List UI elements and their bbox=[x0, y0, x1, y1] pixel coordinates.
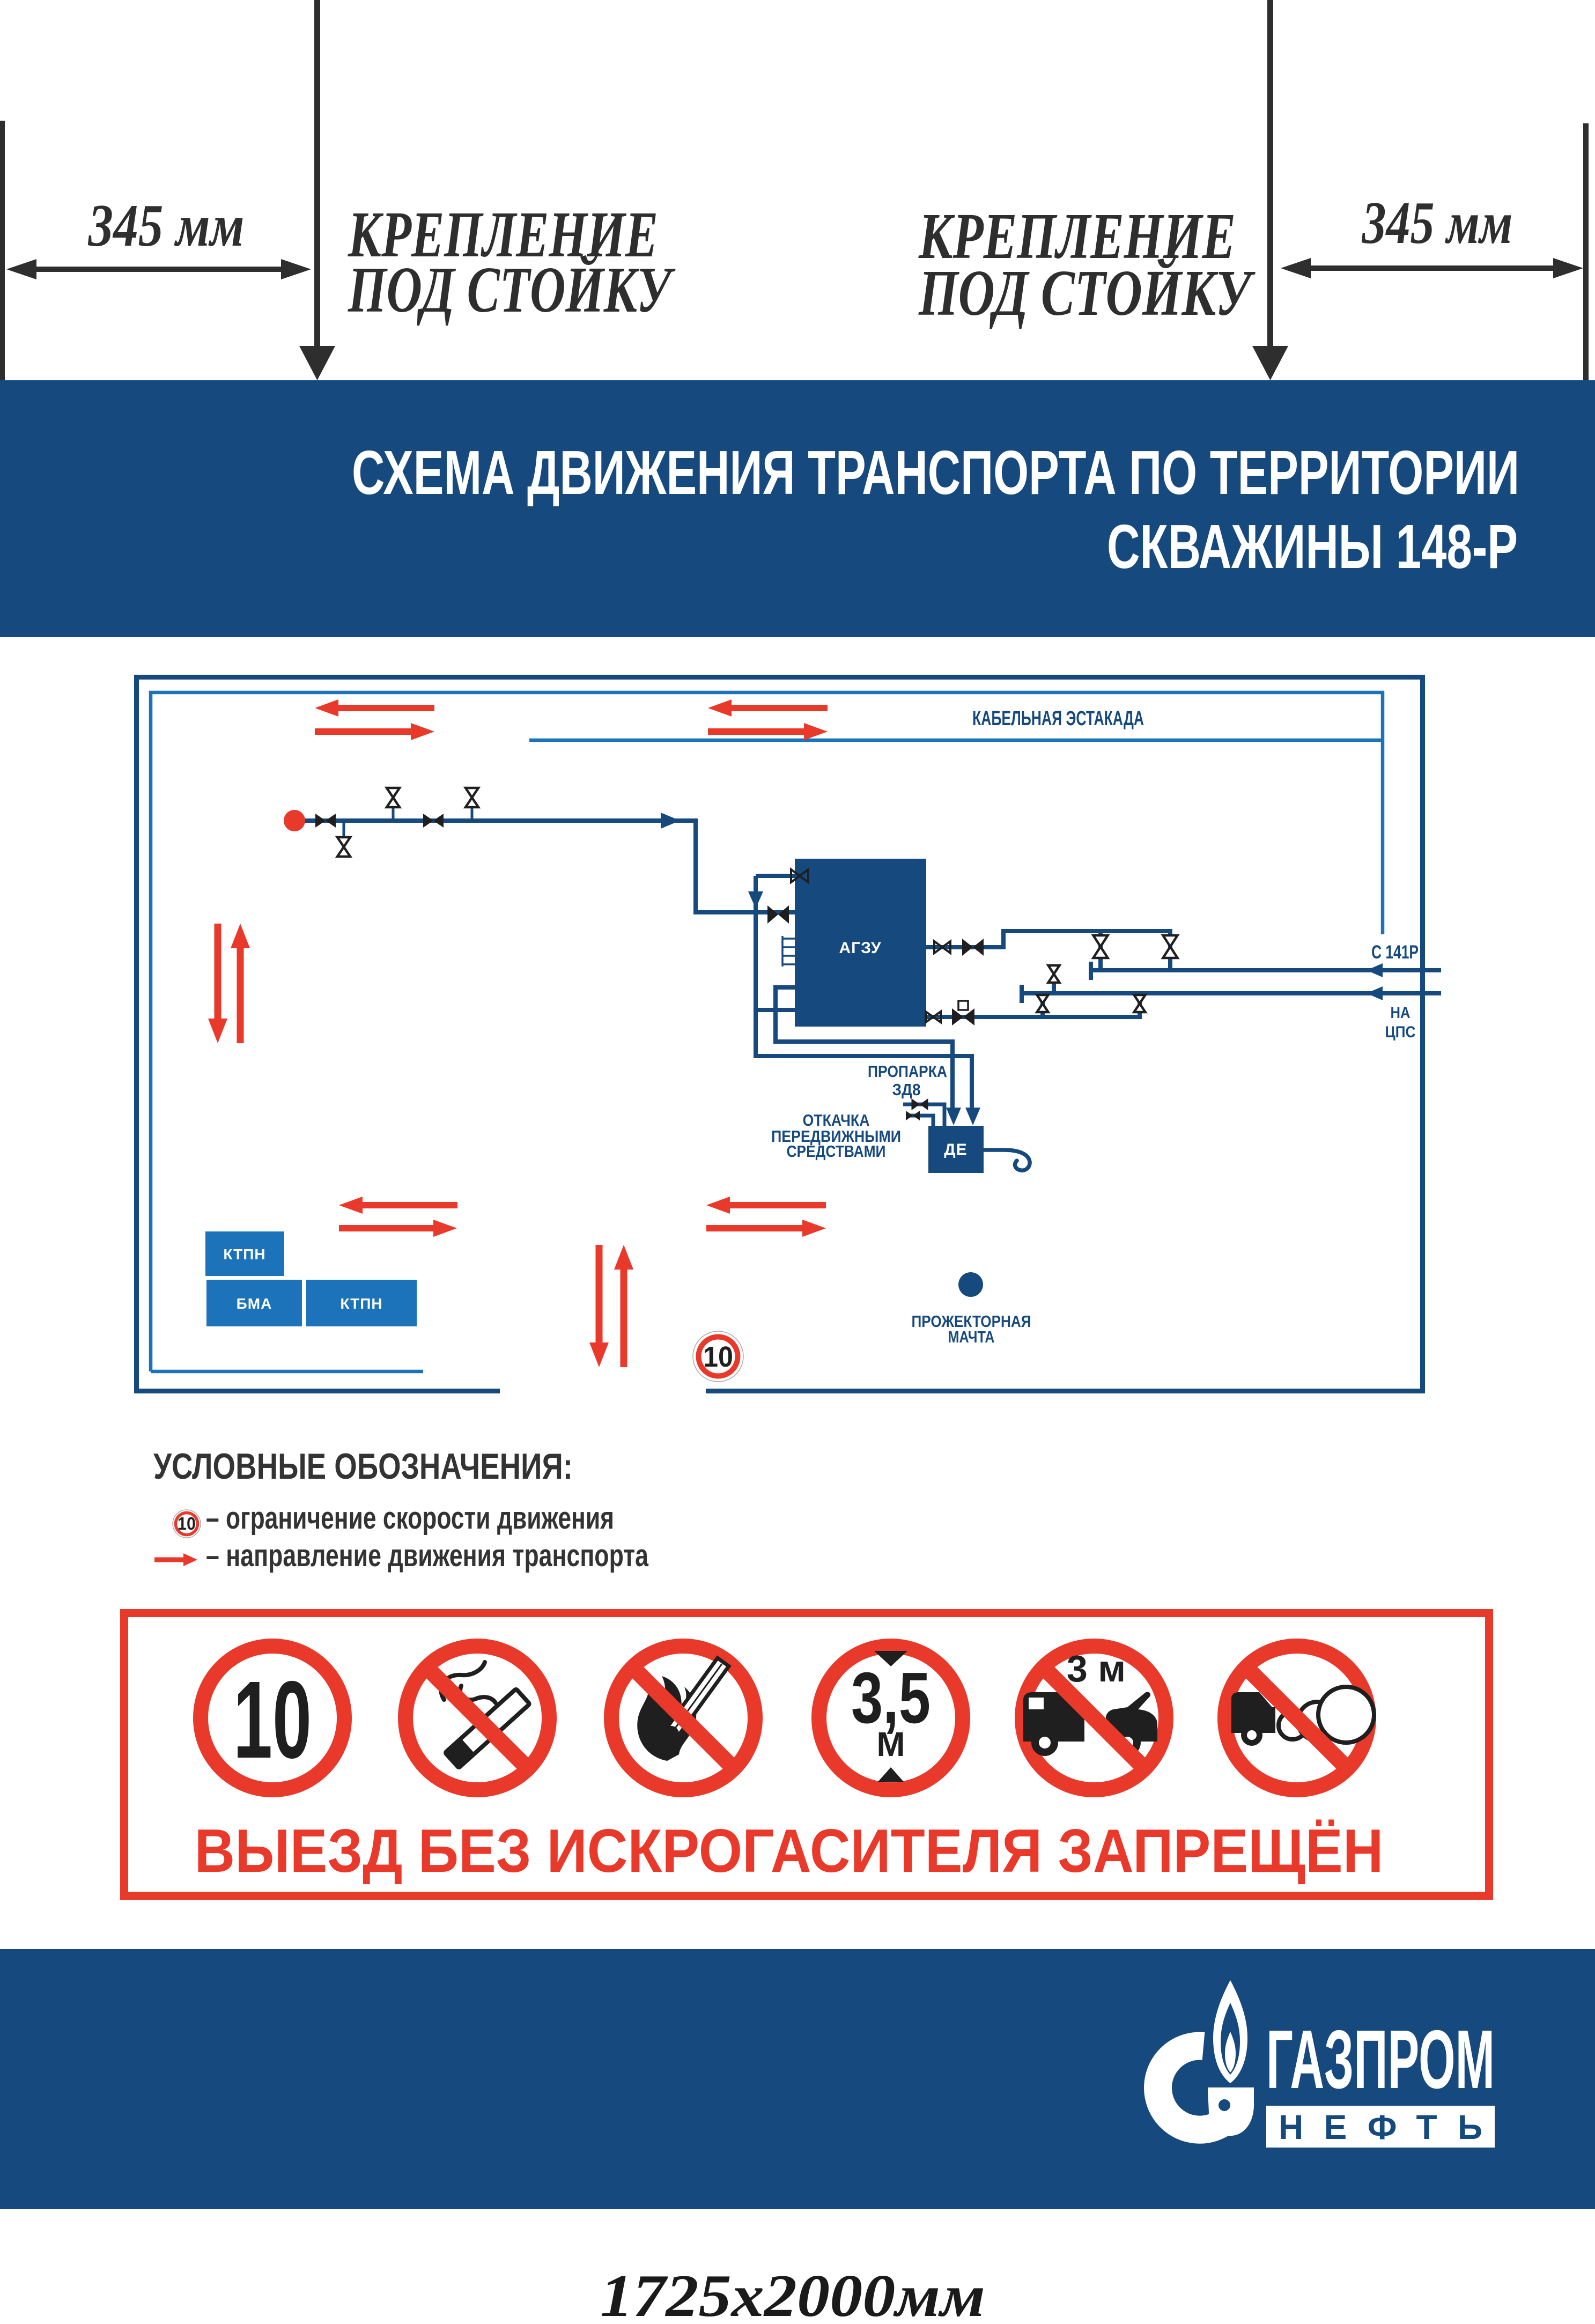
svg-text:КТПН: КТПН bbox=[223, 1246, 265, 1263]
svg-text:СХЕМА ДВИЖЕНИЯ ТРАНСПОРТА ПО Т: СХЕМА ДВИЖЕНИЯ ТРАНСПОРТА ПО ТЕРРИТОРИИ bbox=[352, 438, 1519, 507]
svg-text:345 мм: 345 мм bbox=[88, 193, 245, 259]
svg-text:ПЕРЕДВИЖНЫМИ: ПЕРЕДВИЖНЫМИ bbox=[771, 1127, 901, 1146]
svg-text:3 м: 3 м bbox=[1067, 1648, 1126, 1689]
svg-text:НА: НА bbox=[1391, 1004, 1411, 1022]
svg-text:УСЛОВНЫЕ ОБОЗНАЧЕНИЯ:: УСЛОВНЫЕ ОБОЗНАЧЕНИЯ: bbox=[153, 1446, 573, 1487]
svg-text:1725х2000мм: 1725х2000мм bbox=[600, 2263, 985, 2324]
svg-text:ПРОПАРКА: ПРОПАРКА bbox=[868, 1062, 947, 1081]
svg-text:ОТКАЧКА: ОТКАЧКА bbox=[803, 1111, 870, 1130]
svg-text:– ограничение скорости движени: – ограничение скорости движения bbox=[206, 1501, 614, 1536]
svg-text:КРЕПЛЕНИЕ: КРЕПЛЕНИЕ bbox=[348, 198, 658, 271]
svg-text:ПРОЖЕКТОРНАЯ: ПРОЖЕКТОРНАЯ bbox=[912, 1312, 1031, 1331]
svg-text:КАБЕЛЬНАЯ ЭСТАКАДА: КАБЕЛЬНАЯ ЭСТАКАДА bbox=[972, 707, 1144, 730]
svg-text:М: М bbox=[876, 1725, 905, 1764]
svg-text:10: 10 bbox=[178, 1514, 196, 1533]
svg-text:3,5: 3,5 bbox=[851, 1657, 931, 1738]
svg-text:345 мм: 345 мм bbox=[1362, 190, 1513, 256]
svg-text:– направление движения транспо: – направление движения транспорта bbox=[206, 1538, 649, 1573]
svg-text:С 141Р: С 141Р bbox=[1371, 942, 1419, 963]
svg-text:МАЧТА: МАЧТА bbox=[948, 1327, 995, 1346]
svg-text:ЦПС: ЦПС bbox=[1385, 1023, 1416, 1041]
svg-text:АГЗУ: АГЗУ bbox=[839, 939, 882, 957]
svg-text:ДЕ: ДЕ bbox=[944, 1141, 967, 1159]
svg-text:КРЕПЛЕНИЕ: КРЕПЛЕНИЕ bbox=[918, 200, 1236, 272]
svg-text:ПОД СТОЙКУ: ПОД СТОЙКУ bbox=[918, 256, 1256, 329]
svg-text:10: 10 bbox=[703, 1341, 733, 1373]
svg-text:БМА: БМА bbox=[237, 1295, 272, 1312]
svg-text:СКВАЖИНЫ 148-Р: СКВАЖИНЫ 148-Р bbox=[1107, 512, 1518, 581]
svg-text:СРЕДСТВАМИ: СРЕДСТВАМИ bbox=[787, 1142, 886, 1161]
svg-text:ВЫЕЗД БЕЗ ИСКРОГАСИТЕЛЯ ЗАПРЕЩ: ВЫЕЗД БЕЗ ИСКРОГАСИТЕЛЯ ЗАПРЕЩЁН bbox=[195, 1817, 1384, 1885]
svg-text:КТПН: КТПН bbox=[340, 1295, 382, 1312]
svg-text:ПОД СТОЙКУ: ПОД СТОЙКУ bbox=[348, 253, 676, 326]
svg-text:ГАЗПРОМ: ГАЗПРОМ bbox=[1266, 2013, 1495, 2106]
svg-text:ЗД8: ЗД8 bbox=[892, 1080, 921, 1099]
svg-text:10: 10 bbox=[233, 1658, 312, 1781]
